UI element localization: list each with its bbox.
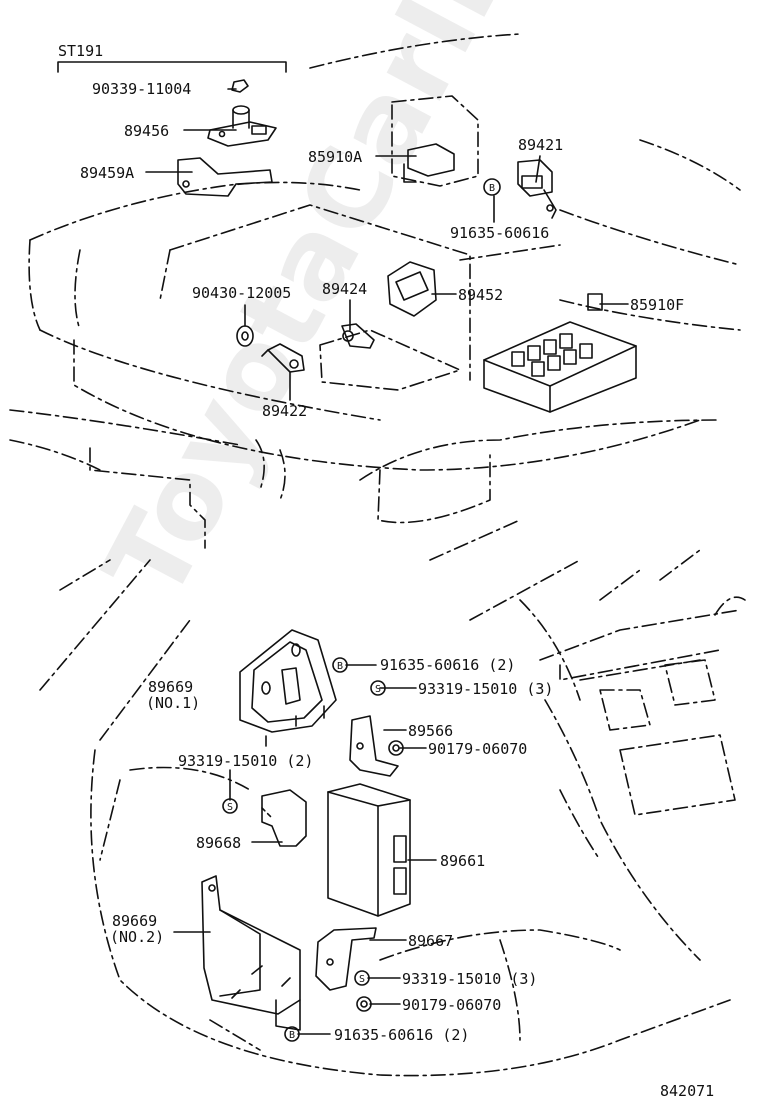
part-label-93319-15010-3b: 93319-15010 (3) — [402, 970, 537, 988]
bracket-89668 — [261, 789, 307, 847]
part-label-89661: 89661 — [440, 852, 485, 870]
bracket-89667 — [315, 927, 377, 991]
part-label-89459A: 89459A — [80, 164, 134, 182]
part-label-89456: 89456 — [124, 122, 169, 140]
screw-mark: S — [375, 684, 381, 695]
part-label-91635-60616: 91635-60616 — [450, 224, 549, 242]
sensor-89421 — [517, 159, 557, 219]
bolt-mark: B — [489, 183, 495, 194]
part-label-89667: 89667 — [408, 932, 453, 950]
part-note-no1: (NO.1) — [146, 694, 200, 712]
bracket-89669-no1 — [239, 629, 337, 747]
screw-symbol-b — [222, 798, 238, 814]
bracket-89669-no2 — [201, 875, 301, 1031]
clip-90339 — [231, 79, 249, 93]
part-label-93319-15010-2: 93319-15010 (2) — [178, 752, 313, 770]
part-label-90179-06070: 90179-06070 — [428, 740, 527, 758]
model-code: ST191 — [58, 42, 103, 60]
bracket-89566 — [349, 715, 399, 777]
header-bracket — [57, 61, 287, 73]
part-label-89422: 89422 — [262, 402, 307, 420]
screw-mark: S — [359, 974, 365, 985]
nut-symbol-a — [388, 740, 404, 756]
switch-89422 — [261, 343, 305, 373]
part-label-91635-60616-2: 91635-60616 (2) — [380, 656, 515, 674]
part-label-89452: 89452 — [458, 286, 503, 304]
part-note-no2: (NO.2) — [110, 928, 164, 946]
bolt-symbol-bottom — [284, 1026, 300, 1042]
relay-85910F — [587, 293, 603, 311]
part-label-89421: 89421 — [518, 136, 563, 154]
bolt-symbol-top — [483, 178, 501, 196]
part-label-89566: 89566 — [408, 722, 453, 740]
part-label-90430-12005: 90430-12005 — [192, 284, 291, 302]
ecu-89661 — [327, 783, 411, 917]
bolt-mark: B — [337, 661, 343, 672]
part-label-90179-06070b: 90179-06070 — [402, 996, 501, 1014]
leader-lines — [145, 88, 629, 1035]
part-label-85910F: 85910F — [630, 296, 684, 314]
car-body-lower — [39, 519, 746, 1077]
screw-symbol-c — [354, 970, 370, 986]
part-label-90339-11004: 90339-11004 — [92, 80, 191, 98]
washer-90430 — [236, 325, 254, 347]
part-label-89668: 89668 — [196, 834, 241, 852]
part-label-93319-15010-3: 93319-15010 (3) — [418, 680, 553, 698]
nut-symbol-b — [356, 996, 372, 1012]
bolt-symbol-mid — [332, 657, 348, 673]
car-body-upper — [9, 33, 741, 549]
module-89452 — [387, 261, 437, 317]
diagram-number: 842071 — [660, 1082, 714, 1100]
screw-mark: S — [227, 802, 233, 813]
relay-85910A — [391, 95, 479, 187]
screw-symbol-a — [370, 680, 386, 696]
part-label-89669-no1: 89669 — [148, 678, 193, 696]
part-label-85910A: 85910A — [308, 148, 362, 166]
relay-block — [483, 321, 637, 413]
part-label-89424: 89424 — [322, 280, 367, 298]
part-label-91635-60616-2b: 91635-60616 (2) — [334, 1026, 469, 1044]
bracket-89459A — [177, 157, 273, 197]
sensor-89424 — [319, 323, 461, 391]
sensor-89456 — [207, 105, 277, 147]
part-label-89669-no2: 89669 — [112, 912, 157, 930]
bolt-mark: B — [289, 1030, 295, 1041]
